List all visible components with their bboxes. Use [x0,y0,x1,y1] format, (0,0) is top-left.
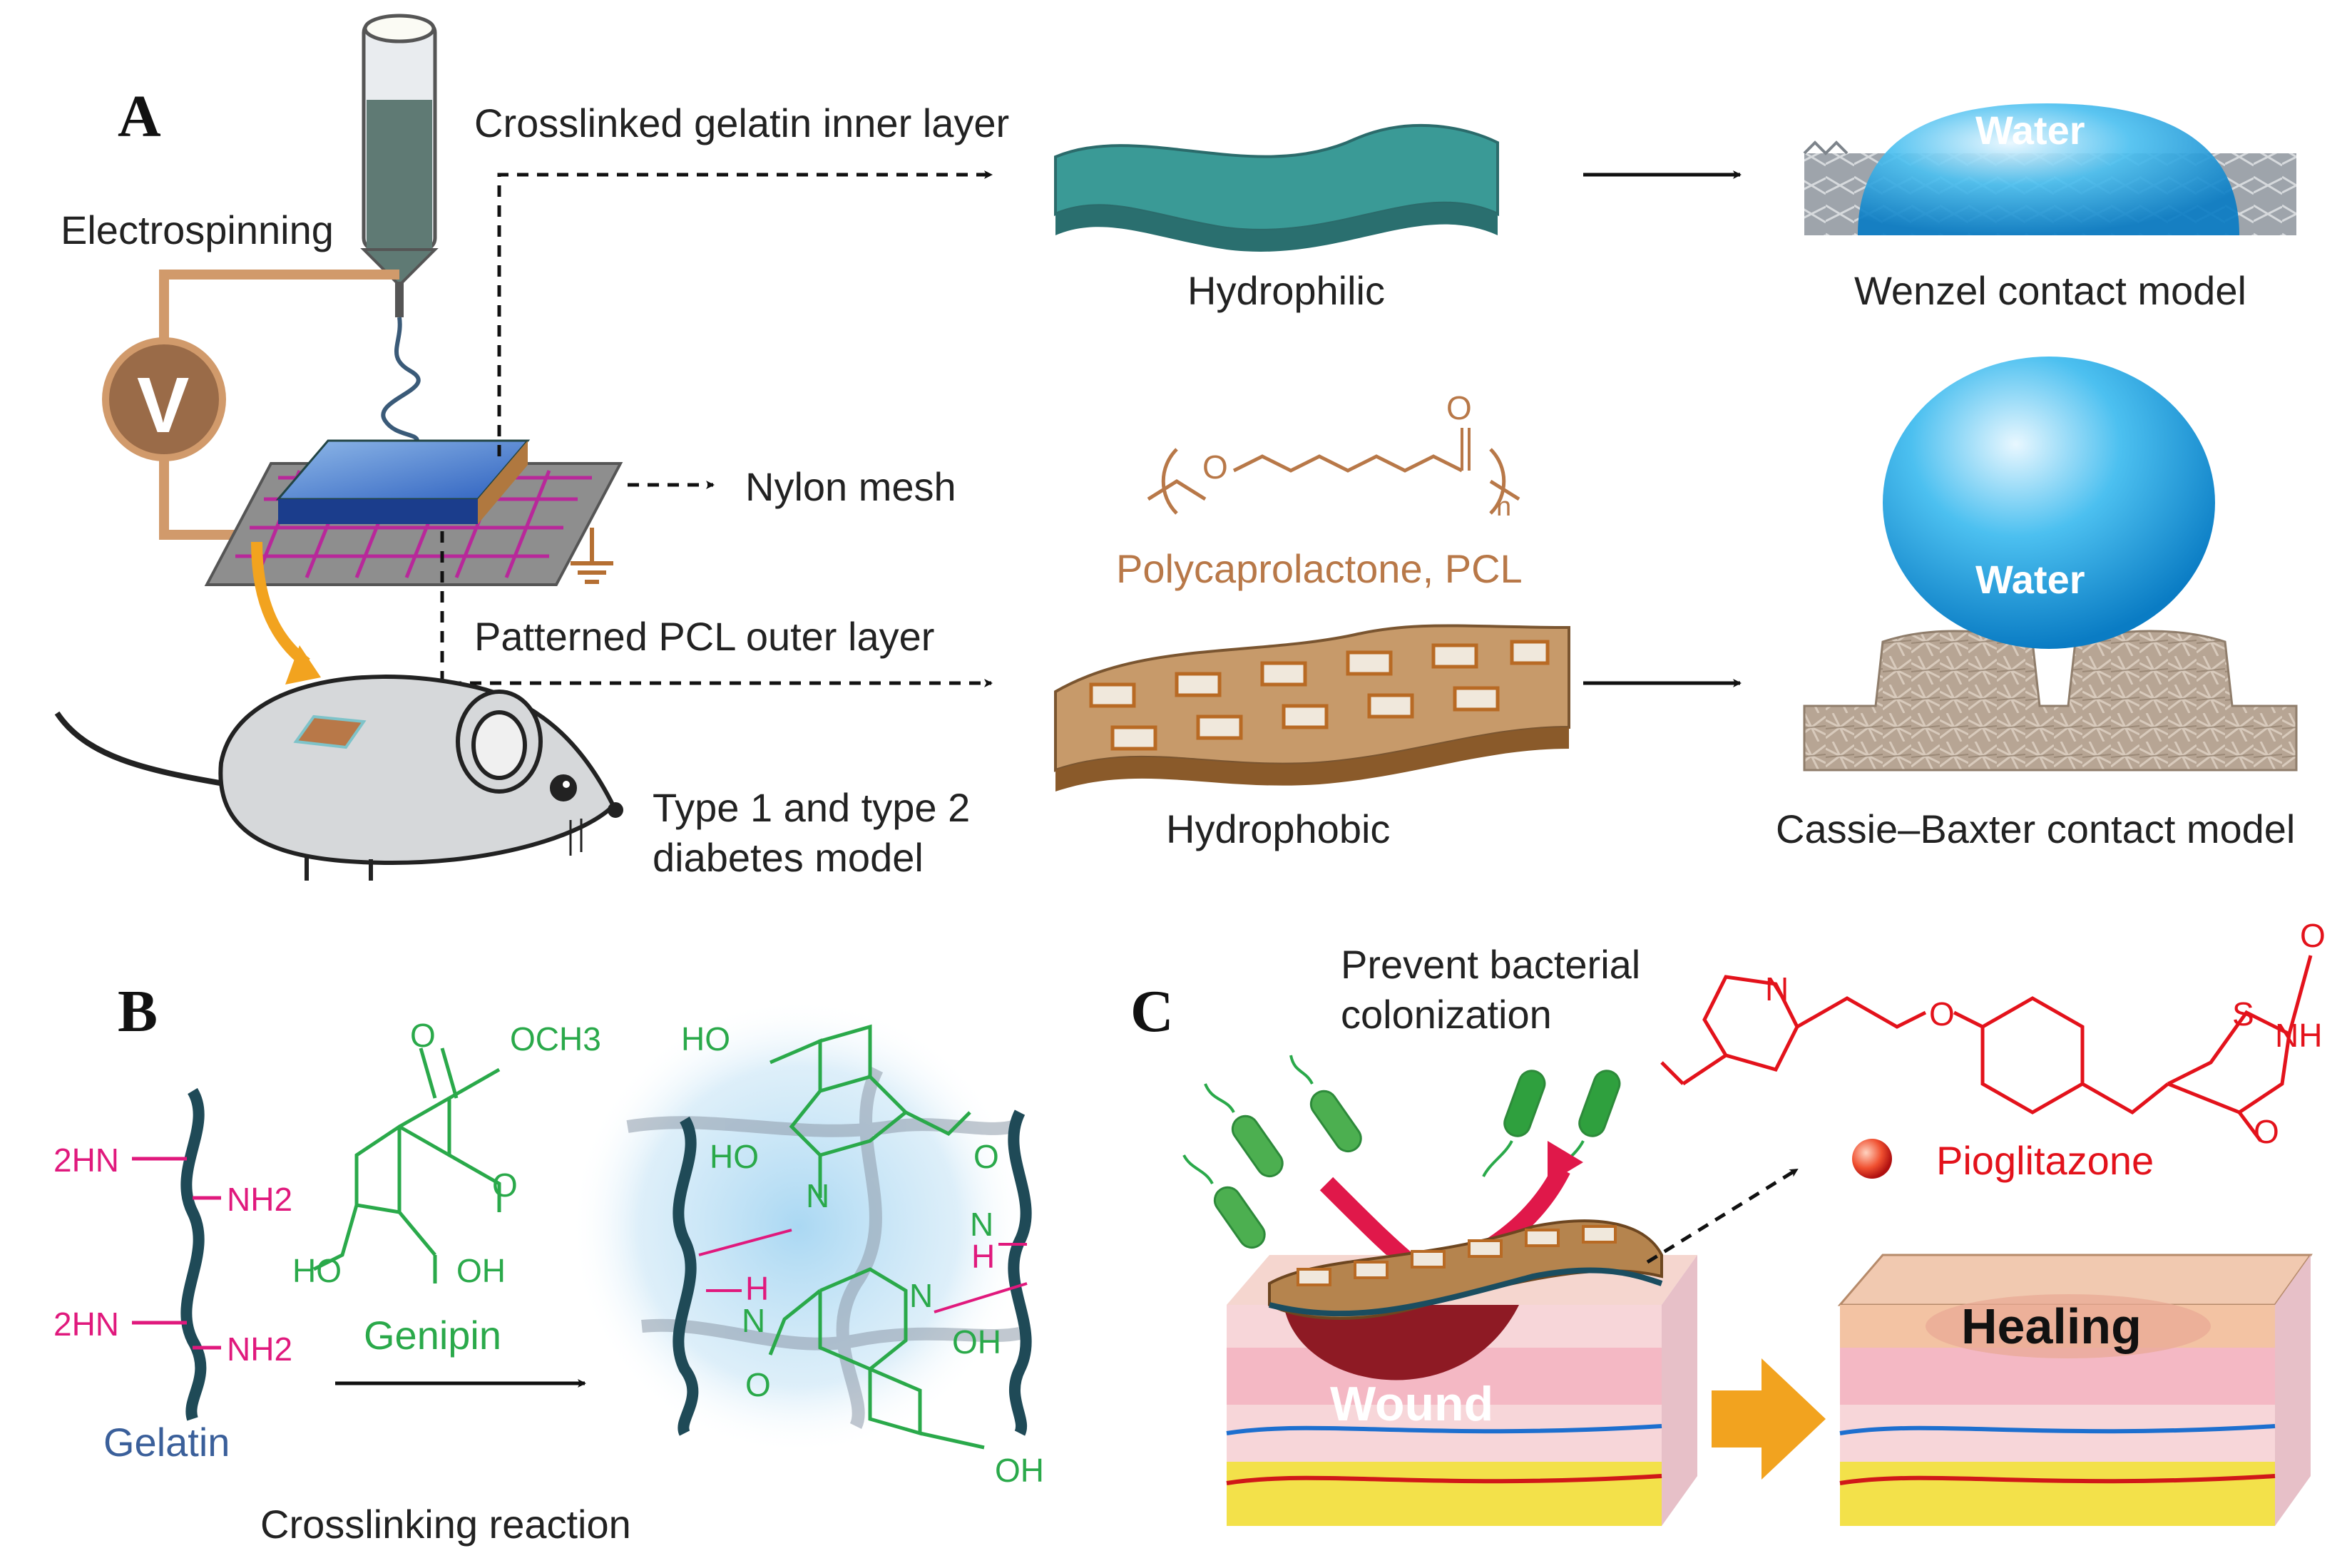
skin-healing-block [1837,1254,2313,1526]
genipin-ho: HO [292,1252,342,1289]
prevent-label-line1: Prevent bacterial [1341,942,1641,987]
product-h-2: H [745,1270,769,1307]
diabetes-label-line1: Type 1 and type 2 [653,785,971,830]
product-oh-3: OH [995,1452,1044,1489]
panel-label-c: C [1130,978,1174,1045]
genipin-oh: OH [456,1252,506,1289]
wenzel-label: Wenzel contact model [1854,268,2246,313]
pioglitazone-ether-o: O [1929,995,1955,1032]
gelatin-chain [180,1087,207,1421]
mouse-patch [293,714,367,749]
pioglitazone-pyridine-n: N [1765,970,1789,1008]
hydrophilic-label: Hydrophilic [1187,268,1385,313]
gelatin-amine-4: NH2 [227,1331,293,1368]
electrospinning-label: Electrospinning [61,207,334,252]
gelatin-amine-3: NH2 [227,1181,293,1218]
product-n-2: N [909,1277,934,1314]
pcl-name-label: Polycaprolactone, PCL [1116,546,1523,591]
hydrophobic-sheet [1054,624,1570,791]
pioglitazone-nh: NH [2275,1017,2323,1054]
product-h-1: H [971,1238,996,1275]
ground-icon [571,528,613,584]
skin-wound-block [1226,1219,1697,1526]
pcl-repeat-n: n [1496,492,1512,522]
cassie-baxter-label: Cassie–Baxter contact model [1776,806,2296,851]
diabetes-label-line2: diabetes model [653,835,924,880]
product-o-1: O [973,1138,999,1175]
crosslinking-label: Crosslinking reaction [260,1502,631,1547]
wound-label: Wound [1330,1377,1494,1431]
healing-label: Healing [1961,1298,2142,1354]
water-label-top: Water [1975,108,2085,153]
prevent-label-line2: colonization [1341,992,1552,1037]
water-label-bottom: Water [1975,557,2085,602]
wenzel-model [1803,103,2296,235]
hydrophobic-label: Hydrophobic [1166,806,1391,851]
syringe-icon [360,14,439,317]
genipin-structure [312,1047,501,1283]
mouse-icon [54,675,623,881]
pioglitazone-o-top: O [2300,917,2326,954]
product-oh-2: OH [952,1323,1001,1361]
bacteria-icons [1182,1055,1621,1249]
crosslink-glow [571,998,1027,1455]
pioglitazone-structure [1660,955,2313,1142]
solid-arrows [335,170,1742,1388]
genipin-carbonyl-o: O [410,1017,436,1054]
dashed-arrows [440,170,993,687]
pioglitazone-ball-icon [1852,1139,1892,1179]
pcl-carbonyl-oxygen: O [1446,389,1472,426]
product-o-2: O [745,1366,771,1403]
crosslinked-product [768,1024,985,1450]
gelatin-label: Gelatin [103,1420,230,1465]
circuit-wires [159,270,399,540]
panel-label-a: A [118,83,161,150]
gelatin-bonds [132,1157,221,1350]
collector-plate [204,439,623,586]
panel-label-b: B [118,978,158,1045]
genipin-ring-o: O [492,1167,518,1204]
voltage-label: V [137,362,190,449]
pioglitazone-label: Pioglitazone [1936,1138,2154,1183]
outer-layer-label: Patterned PCL outer layer [474,614,935,659]
product-ho-1: HO [681,1020,730,1057]
product-nh-2: N [742,1302,766,1339]
pioglitazone-o-bottom: O [2254,1113,2279,1150]
orange-block-arrow [1712,1358,1826,1480]
cassie-baxter-model [1803,357,2298,772]
product-nh-1: N [970,1206,994,1243]
genipin-label: Genipin [364,1313,502,1358]
dashed-release-arrow [1646,1167,1799,1264]
pcl-structure [1147,428,1520,515]
gelatin-amine-2: 2HN [53,1306,120,1343]
pioglitazone-s: S [2232,995,2254,1032]
hydrophilic-sheet [1054,123,1499,252]
product-n-1: N [806,1177,830,1214]
genipin-och3: OCH3 [510,1020,601,1057]
voltage-source-icon [102,337,226,461]
nylon-mesh-label: Nylon mesh [745,464,956,509]
gelatin-amine-1: 2HN [53,1142,120,1179]
inner-layer-label: Crosslinked gelatin inner layer [474,101,1010,145]
product-ho-2: HO [710,1138,759,1175]
pcl-ring-oxygen: O [1202,449,1228,486]
crosslink-bonds [698,1229,1028,1313]
